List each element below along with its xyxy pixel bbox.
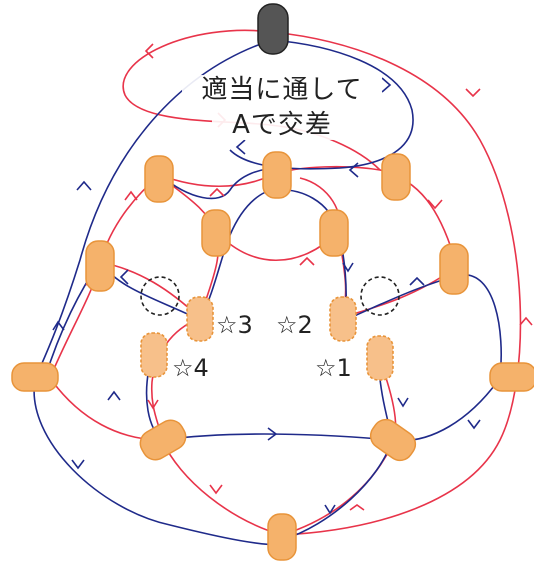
star-bead-3 — [186, 296, 214, 342]
bead-left-side — [11, 362, 59, 392]
bead-top-left — [144, 155, 174, 203]
bead-left-lower — [139, 419, 187, 461]
instruction-line-1: 適当に通して — [182, 75, 382, 105]
empty-hole-left — [140, 276, 180, 316]
star-label-1: ☆1 — [315, 354, 352, 382]
navy-cord-inner-left — [99, 189, 276, 322]
bead-bottom — [267, 513, 297, 561]
navy-cord-low-bridge — [161, 433, 393, 441]
navy-direction-arrows — [52, 77, 481, 515]
bead-top-center — [262, 151, 292, 199]
star-label-4: ☆4 — [172, 354, 209, 382]
red-cord-outer-right — [271, 31, 522, 536]
star-bead-4 — [140, 332, 168, 378]
bead-right-upper — [439, 243, 469, 295]
star-bead-1 — [366, 335, 394, 381]
red-cord-inner-left — [99, 174, 220, 320]
star-label-2: ☆2 — [276, 311, 313, 339]
star-beads — [140, 296, 394, 381]
navy-cord-bottom-right — [281, 439, 393, 541]
bead-left-upper — [85, 240, 115, 292]
bead-inner-right — [319, 209, 349, 257]
instruction-line-2: Aで交差 — [212, 110, 352, 140]
navy-cord-upper — [159, 167, 281, 200]
bead-right-side — [489, 362, 534, 392]
empty-holes — [140, 276, 400, 316]
star-label-3: ☆3 — [216, 311, 253, 339]
top-gray-bead — [257, 3, 289, 55]
bead-right-lower — [369, 418, 417, 462]
star-bead-2 — [329, 296, 357, 342]
bead-inner-left — [201, 209, 231, 257]
beads — [11, 151, 534, 561]
bead-top-right — [381, 153, 411, 201]
red-cord-upper-arch — [159, 165, 456, 261]
empty-hole-right — [360, 276, 400, 316]
red-cord-left-side — [49, 377, 163, 441]
